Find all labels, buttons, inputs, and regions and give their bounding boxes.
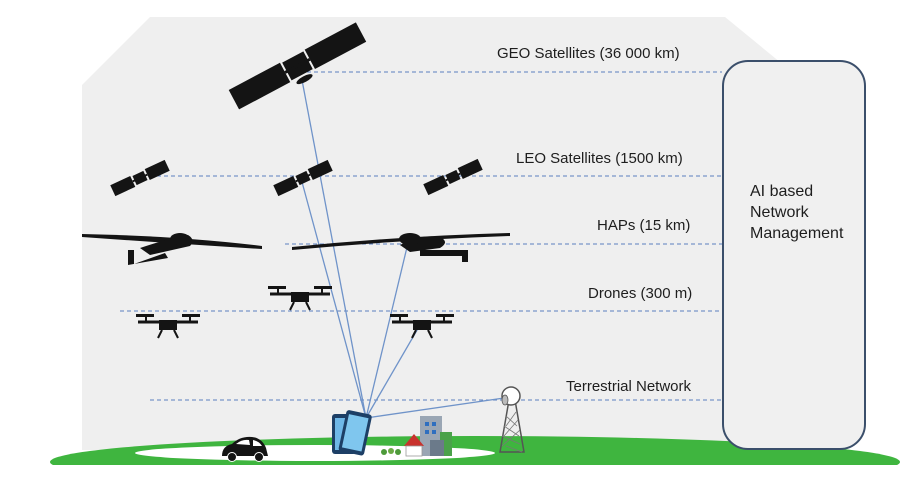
geo-satellite-icon <box>228 22 367 110</box>
haps-layer-label: HAPs (15 km) <box>597 217 691 234</box>
geo-layer-label: GEO Satellites (36 000 km) <box>497 45 680 62</box>
hap-aircraft-icon <box>82 233 262 265</box>
link-tower <box>365 397 505 419</box>
sky-area <box>82 17 808 450</box>
link-hap <box>365 242 409 419</box>
terrestrial-layer-label: Terrestrial Network <box>566 378 692 395</box>
smartphone-icon <box>332 410 372 456</box>
radio-links <box>301 79 505 419</box>
ground-cutoff <box>0 465 900 481</box>
car-icon <box>222 436 268 462</box>
link-geo <box>301 79 367 419</box>
cell-tower-icon <box>499 386 525 453</box>
drones-layer-label: Drones (300 m) <box>588 285 693 302</box>
buildings-icon <box>381 416 452 457</box>
network-management-box: AI based Network Management <box>722 60 866 450</box>
hap-aircraft-icon <box>292 233 510 262</box>
link-drone <box>365 324 421 419</box>
leo-layer-label: LEO Satellites (1500 km) <box>516 150 683 167</box>
link-leo <box>301 181 367 419</box>
network-management-label: AI based Network Management <box>750 183 844 242</box>
